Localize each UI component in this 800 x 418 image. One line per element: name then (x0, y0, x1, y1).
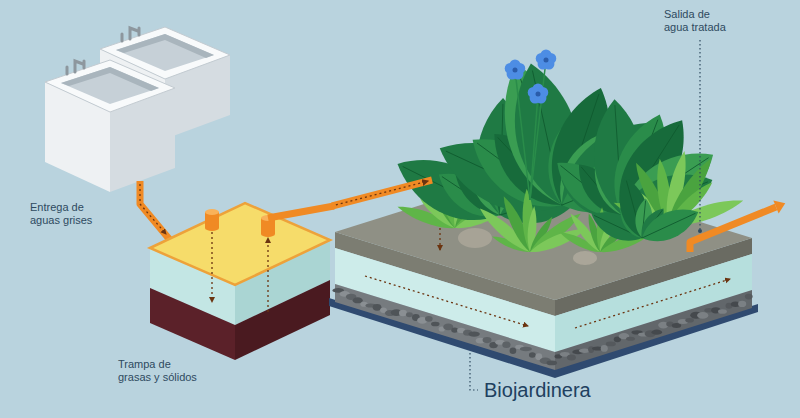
pipe (332, 180, 432, 206)
leader-line (470, 353, 478, 390)
gravel-stone (718, 309, 727, 314)
gravel-stone (626, 337, 635, 341)
gravel-stone (685, 318, 694, 323)
outlet (690, 201, 785, 252)
part-label: Entrega de aguas grises (30, 201, 110, 227)
pipe-cylinder-base (205, 225, 219, 231)
gravel-layer (335, 284, 555, 370)
gravel-stone (672, 323, 681, 328)
gravel-stone (567, 355, 576, 361)
gravel-stone (373, 304, 382, 311)
node-label: Biojardinera (484, 378, 591, 402)
flow-arrow (211, 232, 212, 302)
flower-center (544, 58, 549, 63)
gravel-stone (406, 312, 413, 317)
gravel-stone (697, 312, 708, 319)
gravel-stone (601, 345, 608, 352)
flow-arrow (267, 238, 268, 312)
gravel-stone (520, 347, 532, 352)
gravel-stone (745, 294, 753, 300)
pipe-cylinder-top (205, 209, 219, 215)
flow-arrow (336, 181, 428, 205)
gravel-stone (468, 331, 479, 336)
biogarden (329, 50, 758, 379)
faucet (75, 61, 83, 72)
faucet-handle (138, 28, 141, 35)
faucet (130, 28, 138, 39)
flow-arrow (575, 279, 730, 328)
leader-dot (698, 229, 702, 233)
gravel-layer (555, 290, 752, 370)
leaders (470, 40, 702, 390)
flower-stem (515, 70, 530, 200)
gravel-stone (399, 310, 407, 317)
faucet-handle (66, 67, 69, 74)
pipe-cylinder-base (261, 231, 275, 237)
gravel-stone (431, 322, 440, 327)
gravel-stone (510, 347, 517, 353)
flow-arrow (140, 184, 166, 234)
trap-lid (150, 203, 330, 285)
trap-sludge-layer (235, 280, 330, 360)
node-label: Trampa de grasas y sólidos (118, 358, 202, 384)
outlet-arrow (773, 201, 785, 214)
flower-center (536, 92, 541, 97)
faucet-handle (121, 34, 124, 41)
flower-stem (530, 60, 546, 200)
gravel-stone (353, 297, 363, 303)
gravel-stone (738, 301, 746, 307)
pipe (140, 181, 170, 240)
sink-top (45, 60, 175, 112)
flow-arrow (365, 276, 528, 326)
flower-stem (530, 94, 538, 200)
gravel-stone (529, 352, 536, 357)
plants (387, 50, 746, 258)
trap-sludge-layer (150, 288, 235, 360)
rock (573, 251, 597, 265)
leaf-rib (642, 213, 695, 238)
biogarden-node: Biojardinera (432, 40, 770, 380)
pipe (690, 207, 776, 252)
flower-center (513, 68, 518, 73)
leader-line (699, 40, 700, 229)
grease-trap-node: Trampa de grasas y sólidos (148, 195, 332, 375)
gravel-stone (425, 316, 433, 322)
gravel-stone (546, 361, 557, 366)
gravel-stone (483, 337, 492, 343)
gravel-stone (606, 342, 616, 347)
gravel-stone (651, 330, 662, 335)
pipe (268, 206, 334, 218)
rock (458, 228, 492, 248)
part-label: Salida de agua tratada (664, 8, 732, 34)
faucet-handle (83, 61, 86, 68)
gravel-stone (502, 342, 510, 348)
pipe-connector (332, 180, 432, 206)
grease-trap (150, 203, 334, 360)
